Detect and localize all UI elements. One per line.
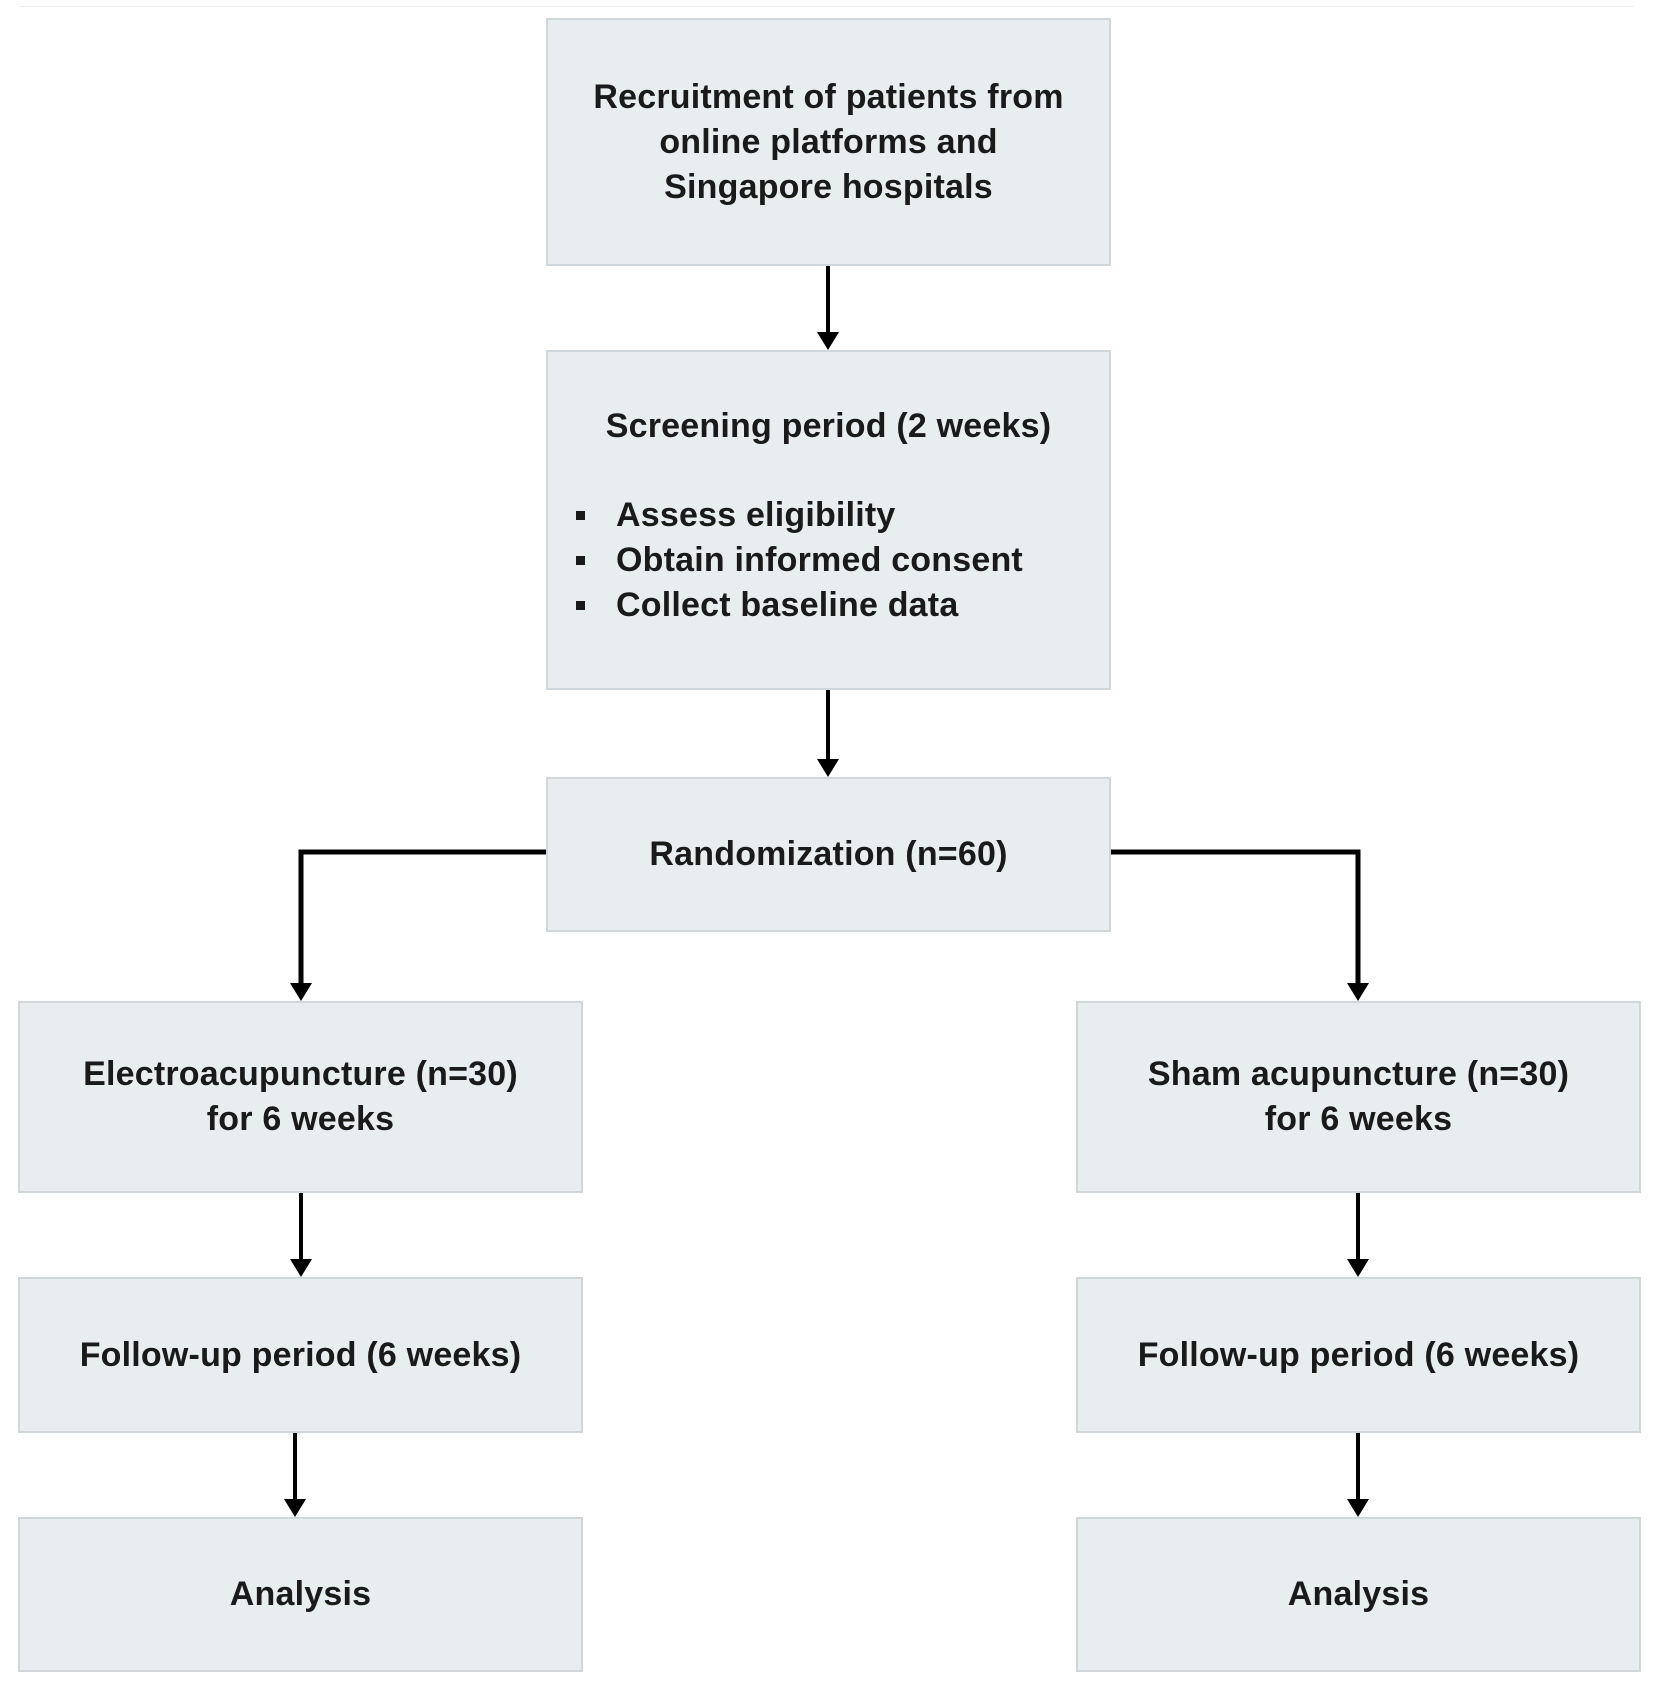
sham-line-2: for 6 weeks [1264,1100,1453,1138]
sham-line-1: Sham acupuncture (n=30) [1147,1055,1570,1093]
arrow-randomization-to-electroacupuncture [290,849,546,1001]
electroacupuncture-box: Electroacupuncture (n=30) for 6 weeks [18,1001,583,1193]
screening-item-label: Collect baseline data [616,586,959,624]
recruitment-line-2: online platforms and [659,122,998,161]
arrow-electroacupuncture-to-followup [290,1193,312,1277]
arrow-followup-to-analysis-right [1347,1433,1369,1517]
recruitment-box: Recruitment of patients from online plat… [546,18,1111,266]
electroacupuncture-line-1: Electroacupuncture (n=30) [83,1055,518,1093]
recruitment-line-3: Singapore hospitals [664,167,993,206]
analysis-label-left: Analysis [229,1575,372,1613]
screening-item-label: Assess eligibility [616,496,896,534]
followup-label-right: Follow-up period (6 weeks) [1137,1335,1580,1374]
bullet-square-icon [576,601,585,610]
sham-acupuncture-box: Sham acupuncture (n=30) for 6 weeks [1076,1001,1641,1193]
followup-label-left: Follow-up period (6 weeks) [79,1335,522,1374]
arrow-recruitment-to-screening [817,266,839,350]
list-item: Assess eligibility [576,493,1023,538]
screening-list: Assess eligibility Obtain informed conse… [576,493,1023,628]
list-item: Collect baseline data [576,583,1023,628]
analysis-label-right: Analysis [1287,1575,1430,1613]
arrow-followup-to-analysis-left [284,1433,306,1517]
screening-title: Screening period (2 weeks) [605,407,1052,445]
screening-item-label: Obtain informed consent [616,541,1023,579]
top-border-line [20,6,1634,7]
followup-box-right: Follow-up period (6 weeks) [1076,1277,1641,1433]
analysis-box-right: Analysis [1076,1517,1641,1672]
analysis-box-left: Analysis [18,1517,583,1672]
bullet-square-icon [576,556,585,565]
arrow-randomization-to-sham [1111,849,1369,1001]
randomization-box: Randomization (n=60) [546,777,1111,932]
followup-box-left: Follow-up period (6 weeks) [18,1277,583,1433]
arrow-screening-to-randomization [817,690,839,777]
bullet-square-icon [576,511,585,520]
recruitment-line-1: Recruitment of patients from [593,77,1064,116]
arrow-sham-to-followup [1347,1193,1369,1277]
randomization-label: Randomization (n=60) [649,835,1008,873]
electroacupuncture-line-2: for 6 weeks [206,1100,395,1138]
list-item: Obtain informed consent [576,538,1023,583]
screening-box: Screening period (2 weeks) Assess eligib… [546,350,1111,690]
